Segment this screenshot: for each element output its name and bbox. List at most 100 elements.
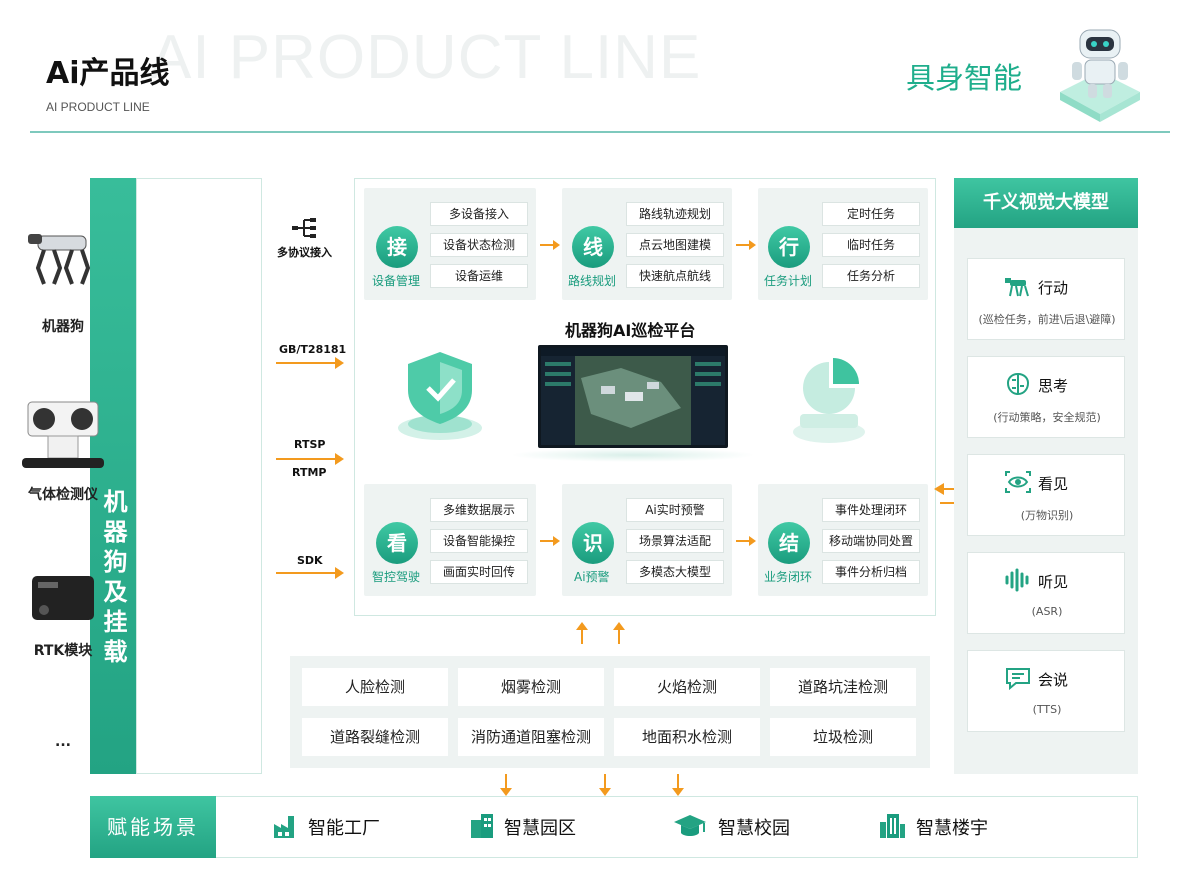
page-title: Ai产品线 xyxy=(46,56,170,91)
group-label: 任务计划 xyxy=(764,274,813,288)
protocol-sdk: SDK xyxy=(297,554,323,567)
header-divider xyxy=(30,131,1170,133)
pie-chart-icon xyxy=(793,358,865,443)
capability-card-see: 看见 (万物识别) xyxy=(967,454,1125,536)
scene-label: 赋能场景 xyxy=(90,796,216,858)
protocol-rtsp: RTSP xyxy=(294,438,326,451)
group-label: 设备管理 xyxy=(372,274,421,288)
speech-bubble-icon xyxy=(1006,668,1030,690)
detection-item: 垃圾检测 xyxy=(770,718,916,756)
arrow-up xyxy=(613,622,625,644)
feature-item: 设备状态检测 xyxy=(430,233,528,257)
section-title: 具身智能 xyxy=(906,61,1023,95)
feature-item: 临时任务 xyxy=(822,233,920,257)
arrow-right xyxy=(276,453,344,465)
feature-item: 点云地图建模 xyxy=(626,233,724,257)
arrow-down xyxy=(672,774,684,796)
feature-item: 路线轨迹规划 xyxy=(626,202,724,226)
feature-item: 多设备接入 xyxy=(430,202,528,226)
sound-wave-icon xyxy=(1005,568,1029,592)
group-char: 看 xyxy=(376,522,418,564)
detection-item: 道路裂缝检测 xyxy=(302,718,448,756)
arrow-right xyxy=(736,536,756,546)
arrow-right xyxy=(940,502,964,504)
platform-screen xyxy=(538,345,728,448)
group-label: 智控驾驶 xyxy=(372,570,421,584)
brain-icon xyxy=(1006,372,1030,396)
capability-name: 行动 xyxy=(1038,279,1069,297)
feature-item: 任务分析 xyxy=(822,264,920,288)
device-label-more: ... xyxy=(55,734,71,750)
arrow-down xyxy=(500,774,512,796)
capability-name: 会说 xyxy=(1038,671,1069,689)
arrow-down xyxy=(599,774,611,796)
robot-dog-icon xyxy=(1005,278,1029,297)
capability-name: 听见 xyxy=(1038,573,1069,591)
platform-title: 机器狗AI巡检平台 xyxy=(565,321,696,340)
feature-item: Ai实时预警 xyxy=(626,498,724,522)
device-label-gas-detector: 气体检测仪 xyxy=(28,487,98,503)
detection-item: 烟雾检测 xyxy=(458,668,604,706)
scene-item: 智慧校园 xyxy=(718,818,790,839)
detection-item: 消防通道阻塞检测 xyxy=(458,718,604,756)
arrow-right xyxy=(540,536,560,546)
feature-item: 快速航点航线 xyxy=(626,264,724,288)
eye-icon xyxy=(1005,471,1031,493)
feature-item: 移动端协同处置 xyxy=(822,529,920,553)
capability-name: 看见 xyxy=(1038,475,1069,493)
capability-desc: (TTS) xyxy=(1032,703,1062,716)
capability-card-speak: 会说 (TTS) xyxy=(967,650,1125,732)
group-char: 接 xyxy=(376,226,418,268)
group-label: 业务闭环 xyxy=(764,570,813,584)
capability-card-action: 行动 (巡检任务，前进\后退\避障) xyxy=(967,258,1125,340)
arrow-right xyxy=(540,240,560,250)
capability-card-hear: 听见 (ASR) xyxy=(967,552,1125,634)
model-title: 千义视觉大模型 xyxy=(954,178,1138,228)
protocol-rtmp: RTMP xyxy=(292,466,327,479)
feature-item: 事件处理闭环 xyxy=(822,498,920,522)
screen-base xyxy=(510,448,756,462)
scene-item: 智能工厂 xyxy=(308,818,380,839)
factory-icon xyxy=(274,816,294,838)
group-char: 识 xyxy=(572,522,614,564)
group-label: Ai预警 xyxy=(574,570,610,584)
protocol-gb28181: GB/T28181 xyxy=(279,343,347,356)
feature-item: 设备运维 xyxy=(430,264,528,288)
gas-detector-image xyxy=(22,401,104,468)
arrow-up xyxy=(576,622,588,644)
arrow-left xyxy=(940,488,964,490)
device-label-robot-dog: 机器狗 xyxy=(42,319,84,335)
graduation-cap-icon xyxy=(674,815,706,836)
building-park-icon xyxy=(471,814,493,838)
map-dashboard-image xyxy=(541,348,725,445)
capability-name: 思考 xyxy=(1038,377,1069,395)
arrow-right xyxy=(736,240,756,250)
capability-desc: (ASR) xyxy=(1031,605,1063,618)
capability-desc: (巡检任务，前进\后退\避障) xyxy=(978,313,1116,326)
group-char: 线 xyxy=(572,226,614,268)
mount-bar-label: 机器狗及挂载 xyxy=(90,178,136,774)
scene-bar xyxy=(90,796,1138,858)
robot-icon xyxy=(1060,29,1140,122)
detection-item: 地面积水检测 xyxy=(614,718,760,756)
detection-item: 火焰检测 xyxy=(614,668,760,706)
detection-item: 人脸检测 xyxy=(302,668,448,706)
group-char: 行 xyxy=(768,226,810,268)
security-shield-icon xyxy=(398,352,482,440)
group-label: 路线规划 xyxy=(568,274,617,288)
device-label-rtk: RTK模块 xyxy=(33,643,93,659)
page-subtitle: AI PRODUCT LINE xyxy=(46,100,150,114)
feature-item: 多维数据展示 xyxy=(430,498,528,522)
arrow-right xyxy=(276,357,344,369)
scene-item: 智慧楼宇 xyxy=(916,818,988,839)
robot-dog-image xyxy=(28,234,91,285)
feature-item: 定时任务 xyxy=(822,202,920,226)
capability-desc: (行动策略，安全规范) xyxy=(993,411,1101,424)
header-watermark: AI PRODUCT LINE xyxy=(150,23,702,92)
network-hub-icon xyxy=(292,218,316,238)
capability-card-think: 思考 (行动策略，安全规范) xyxy=(967,356,1125,438)
scene-item: 智慧园区 xyxy=(504,818,576,839)
feature-item: 事件分析归档 xyxy=(822,560,920,584)
feature-item: 场景算法适配 xyxy=(626,529,724,553)
protocol-multi: 多协议接入 xyxy=(277,246,332,259)
